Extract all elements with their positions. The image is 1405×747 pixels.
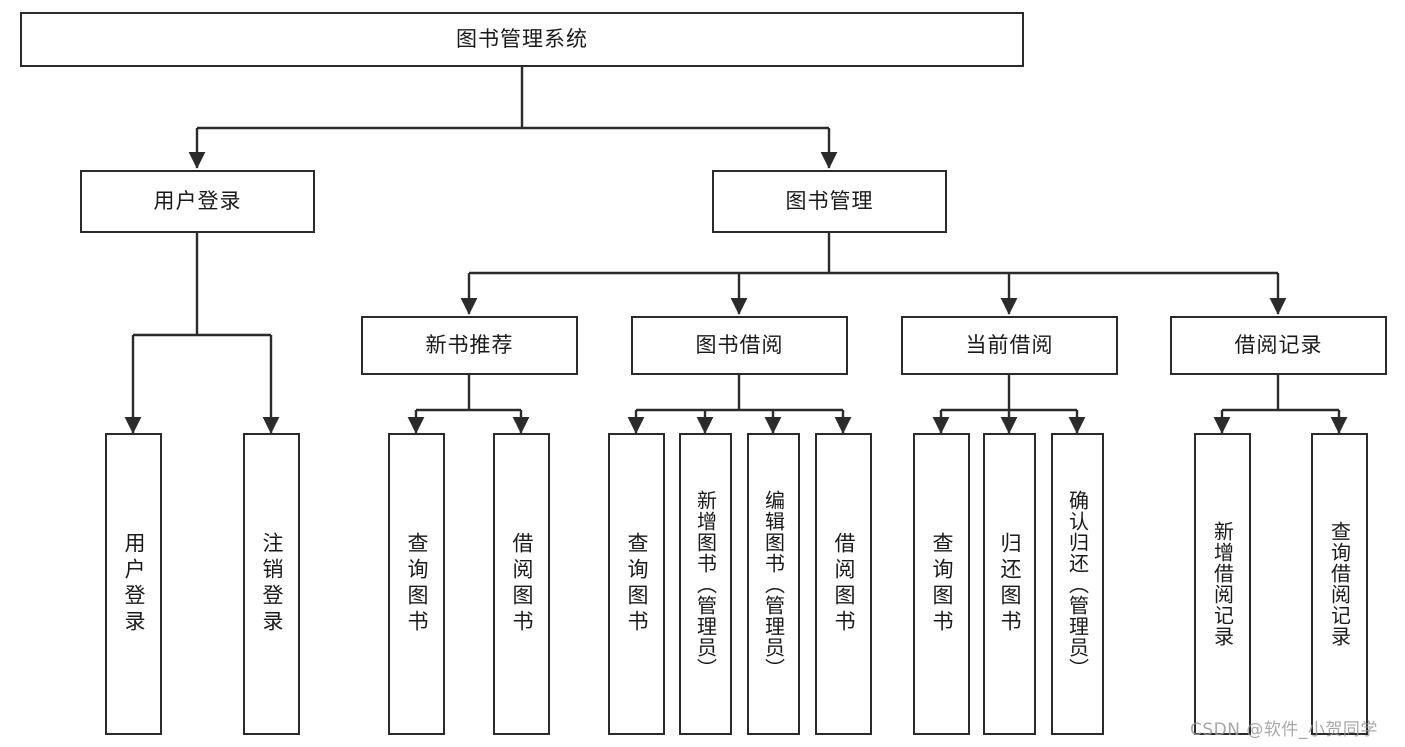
node-label: 当前借阅	[965, 333, 1054, 358]
node-leaf-user-login[interactable]: 用户登录	[105, 433, 162, 735]
node-root-book-management-system[interactable]: 图书管理系统	[20, 12, 1024, 67]
node-leaf-query-book-borrow[interactable]: 查询图书	[608, 433, 665, 735]
node-label: 新增借阅记录	[1210, 521, 1235, 647]
node-leaf-add-book-admin[interactable]: 新增图书（管理员）	[679, 433, 732, 735]
node-label: 确认归还（管理员）	[1065, 489, 1090, 679]
node-leaf-return-book[interactable]: 归还图书	[983, 433, 1036, 735]
node-leaf-confirm-return-admin[interactable]: 确认归还（管理员）	[1051, 433, 1104, 735]
node-label: 查询图书	[405, 532, 429, 636]
node-label: 借阅图书	[832, 532, 856, 636]
node-leaf-query-borrow-record[interactable]: 查询借阅记录	[1311, 433, 1368, 735]
node-book-management[interactable]: 图书管理	[712, 170, 947, 233]
node-label: 编辑图书（管理员）	[761, 489, 786, 679]
node-label: 查询图书	[625, 532, 649, 636]
node-leaf-borrow-book-recommend[interactable]: 借阅图书	[493, 433, 550, 735]
node-label: 新书推荐	[425, 333, 514, 358]
node-label: 归还图书	[998, 532, 1022, 636]
watermark-text: CSDN @软件_小贺同学	[1190, 720, 1378, 740]
node-label: 查询图书	[930, 532, 954, 636]
node-label: 借阅图书	[510, 532, 534, 636]
node-label: 图书管理	[785, 189, 874, 214]
node-label: 图书借阅	[695, 333, 784, 358]
node-label: 图书管理系统	[456, 27, 588, 52]
node-label: 新增图书（管理员）	[693, 489, 718, 679]
node-label: 借阅记录	[1234, 333, 1323, 358]
node-leaf-edit-book-admin[interactable]: 编辑图书（管理员）	[747, 433, 800, 735]
node-leaf-borrow-book[interactable]: 借阅图书	[815, 433, 872, 735]
node-user-login[interactable]: 用户登录	[80, 170, 315, 233]
node-leaf-add-borrow-record[interactable]: 新增借阅记录	[1194, 433, 1251, 735]
node-label: 用户登录	[153, 189, 242, 214]
node-label: 用户登录	[122, 532, 146, 636]
node-label: 注销登录	[260, 532, 284, 636]
node-book-borrow[interactable]: 图书借阅	[631, 316, 848, 375]
node-leaf-logout-login[interactable]: 注销登录	[243, 433, 300, 735]
node-label: 查询借阅记录	[1327, 521, 1352, 647]
node-borrow-record[interactable]: 借阅记录	[1170, 316, 1387, 375]
node-leaf-query-book-current[interactable]: 查询图书	[913, 433, 970, 735]
node-new-book-recommend[interactable]: 新书推荐	[361, 316, 578, 375]
node-leaf-query-book-recommend[interactable]: 查询图书	[388, 433, 445, 735]
node-current-borrow[interactable]: 当前借阅	[901, 316, 1118, 375]
